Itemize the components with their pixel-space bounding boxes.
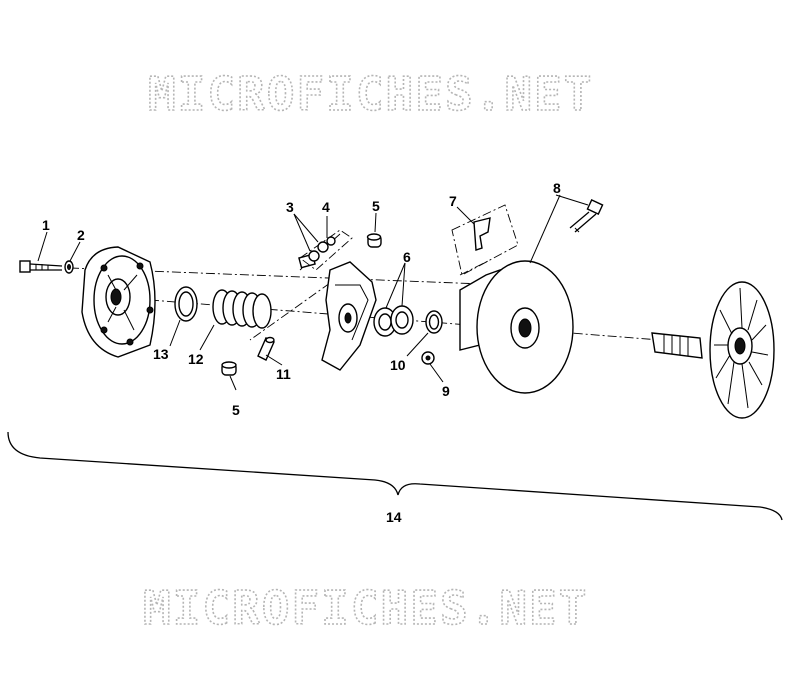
bushing-part-13 [174,286,198,322]
nut-part-9 [421,351,435,365]
callout-5-upper: 5 [372,198,380,214]
fixed-sheave-fan [651,281,775,419]
callout-14: 14 [386,509,402,525]
callout-10: 10 [390,357,406,373]
spring-part-12 [212,289,272,329]
callout-1: 1 [42,217,50,233]
cover-plate [81,246,156,358]
callout-12: 12 [188,351,204,367]
callout-13: 13 [153,346,169,362]
leader-lines [37,194,589,391]
bolt-part-8 [569,199,604,233]
roller-part-5-lower [221,361,237,376]
pin-part-11 [257,336,275,361]
bracket-part-7 [451,204,519,276]
washer-part-10 [425,310,443,334]
callout-11: 11 [276,366,291,382]
watermark-bottom: MICROFICHES.NET [143,581,588,635]
callout-2: 2 [77,227,85,243]
callout-8: 8 [553,180,561,196]
movable-sheave [459,260,574,394]
watermark-top: MICROFICHES.NET [148,67,593,121]
callout-labels: 1 2 3 4 5 6 7 8 9 10 11 12 13 5 14 [42,180,561,525]
roller-part-5-upper [366,233,382,248]
bushings-part-6 [373,305,414,337]
callout-6: 6 [403,249,411,265]
callout-3: 3 [286,199,294,215]
screws-part-3-4 [299,229,353,271]
callout-9: 9 [442,383,450,399]
callout-4: 4 [322,199,330,215]
callout-5-lower: 5 [232,402,240,418]
washer-part-2 [64,260,74,274]
bolt-part-1 [19,260,63,273]
assembly-bracket-14 [7,431,783,521]
callout-7: 7 [449,193,457,209]
spider-cam-arm [298,253,377,371]
